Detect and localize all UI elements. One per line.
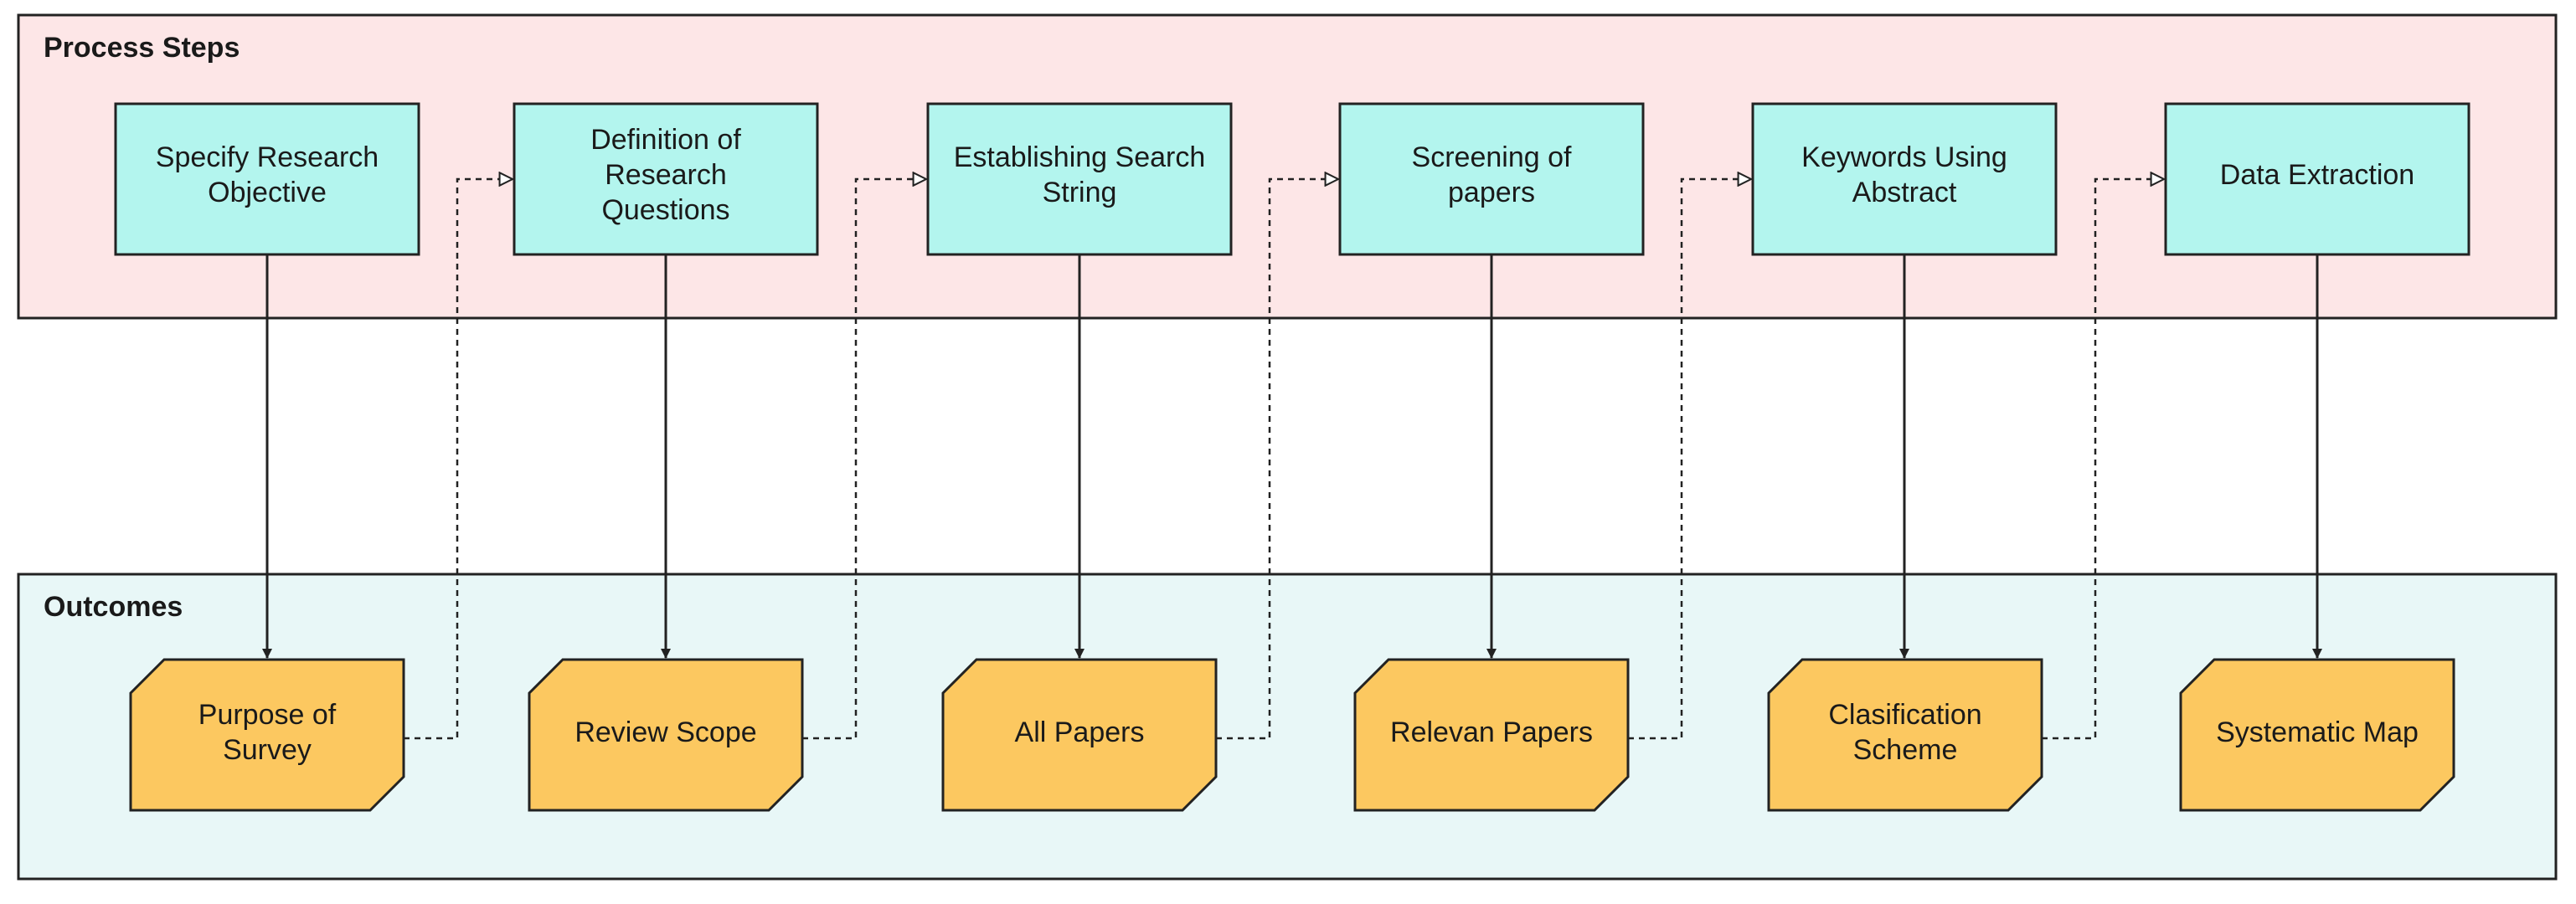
process-step-box-1 [114, 102, 420, 256]
process-step-box-4 [1338, 102, 1645, 256]
process-step-box-5 [1751, 102, 2058, 256]
outcome-6: Systematic Map [2179, 658, 2455, 812]
outcome-card-2 [528, 658, 804, 812]
process-step-2-line-3: Questions [601, 194, 729, 226]
outcome-to-next-step-connector-1 [404, 179, 513, 740]
process-step-box-2 [513, 102, 819, 256]
process-step-5-line-2: Abstract [1852, 177, 1957, 208]
outcome-2: Review Scope [528, 658, 804, 812]
outcome-card-6 [2179, 658, 2455, 812]
outcome-3: All Papers [941, 658, 1218, 812]
process-step-3-line-1: Establishing Search [954, 141, 1206, 173]
outcome-to-next-step-connector-3 [1216, 179, 1338, 740]
connectors [262, 179, 2322, 740]
process-step-box-6 [2164, 102, 2470, 256]
process-step-4-line-1: Screening of [1412, 141, 1572, 173]
outcome-4: Relevan Papers [1353, 658, 1630, 812]
outcome-5-line-2: Scheme [1853, 734, 1958, 766]
outcome-1-line-1: Purpose of [198, 699, 337, 731]
outcome-3-line-1: All Papers [1015, 717, 1145, 748]
process-step-4: Screening of papers [1338, 102, 1645, 256]
process-step-2-line-2: Research [605, 159, 727, 191]
outcome-card-4 [1353, 658, 1630, 812]
process-step-1-line-1: Specify Research [156, 141, 379, 173]
process-step-5-line-1: Keywords Using [1801, 141, 2007, 173]
outcome-4-line-1: Relevan Papers [1390, 717, 1593, 748]
outcome-card-5 [1767, 658, 2043, 812]
outcome-to-next-step-connector-2 [802, 179, 926, 740]
outcome-to-next-step-connector-5 [2042, 179, 2164, 740]
process-step-6-line-1: Data Extraction [2220, 159, 2414, 191]
process-step-3-line-2: String [1043, 177, 1117, 208]
process-step-1-line-2: Objective [208, 177, 327, 208]
process-steps-title: Process Steps [44, 32, 240, 64]
process-step-box-3 [926, 102, 1233, 256]
process-step-2-line-1: Definition of [590, 124, 741, 156]
outcome-card-3 [941, 658, 1218, 812]
process-steps-lane [17, 13, 2558, 320]
outcome-1-line-2: Survey [223, 734, 312, 766]
outcome-2-line-1: Review Scope [574, 717, 756, 748]
outcome-5-line-1: Clasification [1828, 699, 1981, 731]
outcomes-lane [17, 573, 2558, 881]
outcomes-title: Outcomes [44, 591, 183, 623]
outcome-card-1 [129, 658, 405, 812]
outcome-to-next-step-connector-4 [1628, 179, 1751, 740]
process-step-4-line-2: papers [1448, 177, 1535, 208]
process-step-6: Data Extraction [2164, 102, 2470, 256]
outcome-6-line-1: Systematic Map [2216, 717, 2419, 748]
